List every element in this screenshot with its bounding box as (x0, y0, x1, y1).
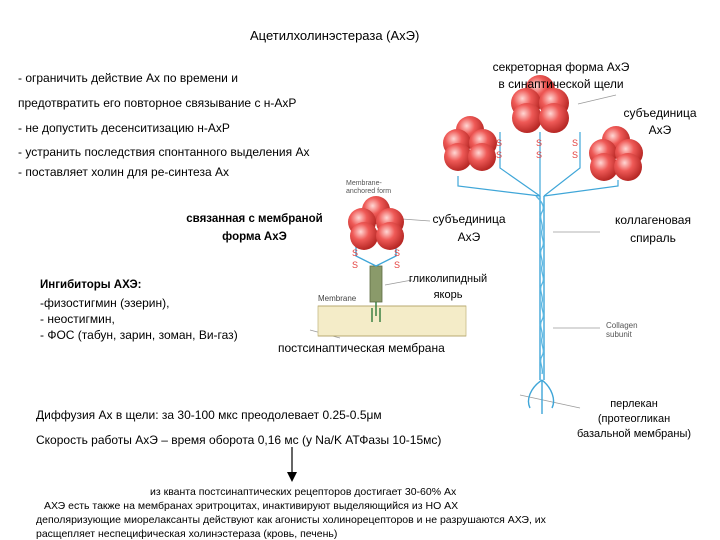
membrane-label: Membrane (318, 294, 357, 303)
perlecan-label: (протеогликан (597, 413, 671, 425)
sulfur-label: S (496, 138, 502, 148)
membrane-anchored-label: Membrane- (346, 180, 382, 187)
membrane-bound-form-label: связанная с мембраной (186, 213, 323, 225)
diffusion-text: Диффузия Ах в щели: за 30-100 мкс преодо… (36, 408, 382, 422)
secretory-linkers (457, 132, 619, 197)
collagen-spiral-label: коллагеновая (615, 213, 691, 227)
sulfur-label: S (536, 138, 542, 148)
function-line: - устранить последствия спонтанного выде… (18, 145, 310, 159)
postsynaptic-membrane-band (317, 305, 467, 337)
sulfur-label: S (496, 150, 502, 160)
subunit-label-right: АхЭ (648, 123, 672, 137)
bottom-note: деполяризующие миорелаксанты действуют к… (36, 514, 546, 526)
sulfur-label: S (536, 150, 542, 160)
anchor-lipid-tails (371, 302, 381, 322)
glycolipid-anchor-label: гликолипидный (408, 273, 488, 285)
glycolipid-anchor-label: якорь (433, 289, 463, 301)
postsynaptic-membrane-label: постсинаптическая мембрана (278, 341, 445, 355)
disulfide-bonds: S S S S S S S S S S (352, 138, 578, 270)
inhibitor-item: -физостигмин (эзерин), (40, 296, 170, 310)
secretory-tetramer-top (511, 75, 569, 133)
bound-form-tetramer (348, 196, 404, 250)
membrane-anchored-label: anchored form (346, 188, 392, 195)
secretory-tetramer-right (589, 126, 643, 181)
secretory-tetramer-left (443, 116, 497, 171)
bottom-note: расщепляет неспецифическая холинэстераза… (36, 528, 338, 540)
bottom-note: из кванта постсинаптических рецепторов д… (150, 486, 457, 498)
subunit-label-mid: субъединица (432, 212, 506, 226)
speed-text: Скорость работы АхЭ – время оборота 0,16… (36, 433, 442, 447)
function-line: - ограничить действие Ах по времени и (18, 71, 238, 85)
collagen-subunit-label: Collagen (606, 321, 638, 330)
secretory-form-label: в синаптической щели (498, 77, 624, 91)
down-arrow-icon (287, 447, 297, 482)
sulfur-label: S (352, 260, 358, 270)
sulfur-label: S (394, 248, 400, 258)
sulfur-label: S (394, 260, 400, 270)
perlecan-label: базальной мембраны) (576, 428, 692, 440)
sulfur-label: S (352, 248, 358, 258)
collagen-tail (527, 195, 555, 414)
inhibitor-item: - неостигмин, (40, 312, 115, 326)
sulfur-label: S (572, 138, 578, 148)
inhibitors-heading: Ингибиторы АХЭ: (40, 279, 142, 291)
subunit-label-right: субъединица (623, 106, 697, 120)
collagen-spiral-label: спираль (630, 231, 676, 245)
inhibitor-item: - ФОС (табун, зарин, зоман, Ви-газ) (40, 328, 238, 342)
bottom-note: АХЭ есть также на мембранах эритроцитах,… (44, 500, 459, 512)
collagen-subunit-label: subunit (606, 330, 632, 339)
sulfur-label: S (572, 150, 578, 160)
perlecan-label: перлекан (610, 398, 658, 410)
leader-lines (309, 94, 617, 409)
glycolipid-anchor (369, 265, 383, 303)
function-line: предотвратить его повторное связывание с… (18, 96, 297, 110)
function-line: - не допустить десенситизацию н-АхР (18, 121, 230, 135)
membrane-bound-form-label: форма АхЭ (222, 231, 287, 243)
subunit-label-mid: АхЭ (457, 230, 481, 244)
function-line: - поставляет холин для ре-синтеза Ах (18, 165, 229, 179)
page-title: Ацетилхолинэстераза (АхЭ) (250, 28, 420, 43)
secretory-form-label: секреторная форма АхЭ (492, 60, 630, 74)
